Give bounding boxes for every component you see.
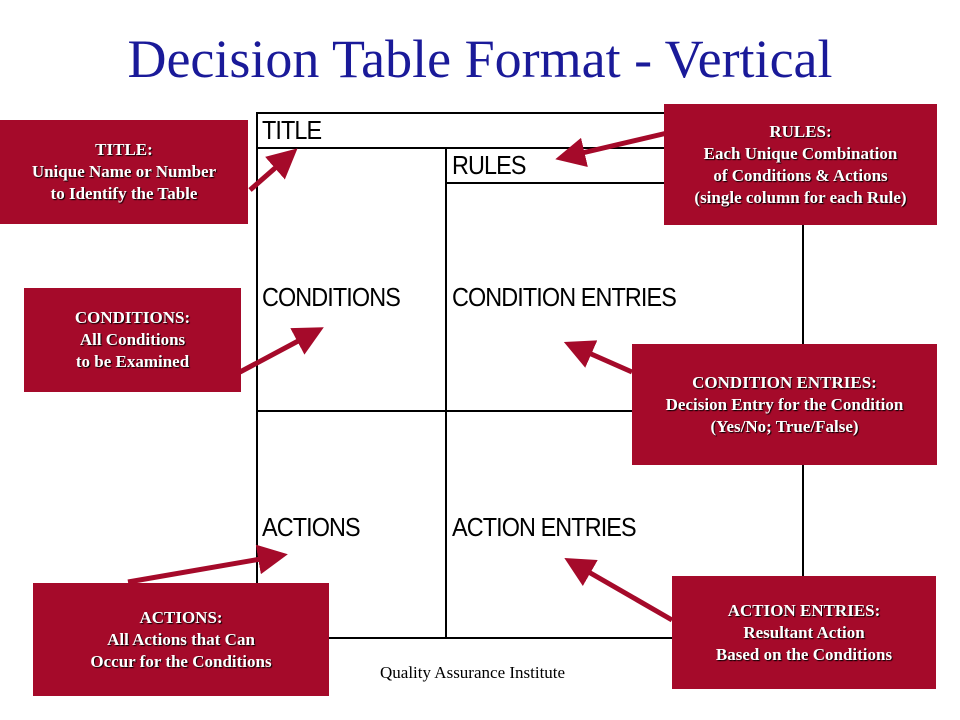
slide-title: Decision Table Format - Vertical xyxy=(127,29,833,89)
footer-text: Quality Assurance Institute xyxy=(380,663,566,682)
actions-callout-heading: ACTIONS: xyxy=(139,607,223,627)
rules-callout-line: Each Unique Combination xyxy=(703,143,898,163)
rules-callout-heading: RULES: xyxy=(769,121,832,141)
table-rules-label: RULES xyxy=(452,150,526,180)
action-entries-callout-line: Based on the Conditions xyxy=(715,644,893,664)
actions-callout-line: All Actions that Can xyxy=(107,629,255,649)
table-condition-entries-label: CONDITION ENTRIES xyxy=(452,282,677,312)
rules-callout: RULES: Each Unique Combination of Condit… xyxy=(664,104,937,225)
condition-entries-callout-heading: CONDITION ENTRIES: xyxy=(692,372,877,392)
table-action-entries-label: ACTION ENTRIES xyxy=(452,512,637,542)
actions-callout-line: Occur for the Conditions xyxy=(90,651,272,671)
rules-divider-line xyxy=(445,182,804,184)
table-actions-label: ACTIONS xyxy=(262,512,361,542)
conditions-actions-divider-line xyxy=(256,410,804,412)
title-callout-heading: TITLE: xyxy=(95,140,153,159)
condition-entries-callout: CONDITION ENTRIES: Decision Entry for th… xyxy=(632,344,937,465)
conditions-callout-line: to be Examined xyxy=(75,352,190,371)
conditions-callout: CONDITIONS: All Conditions to be Examine… xyxy=(24,288,241,392)
conditions-callout-line: All Conditions xyxy=(79,330,186,349)
rules-callout-line: of Conditions & Actions xyxy=(713,165,888,185)
actions-callout: ACTIONS: All Actions that Can Occur for … xyxy=(33,583,329,696)
action-entries-callout: ACTION ENTRIES: Resultant Action Based o… xyxy=(672,576,936,689)
title-callout-line: to Identify the Table xyxy=(50,184,198,203)
table-conditions-label: CONDITIONS xyxy=(262,282,401,312)
title-callout-line: Unique Name or Number xyxy=(31,162,217,181)
condition-entries-callout-line: (Yes/No; True/False) xyxy=(710,416,859,436)
condition-entries-callout-line: Decision Entry for the Condition xyxy=(665,394,904,414)
stub-divider-line xyxy=(445,147,447,639)
conditions-callout-heading: CONDITIONS: xyxy=(74,308,191,327)
action-entries-callout-line: Resultant Action xyxy=(743,622,865,642)
rules-callout-line: (single column for each Rule) xyxy=(694,187,907,207)
table-title-label: TITLE xyxy=(262,115,322,145)
action-entries-callout-heading: ACTION ENTRIES: xyxy=(727,600,881,620)
title-callout: TITLE: Unique Name or Number to Identify… xyxy=(0,120,248,224)
title-divider-line xyxy=(256,147,804,149)
